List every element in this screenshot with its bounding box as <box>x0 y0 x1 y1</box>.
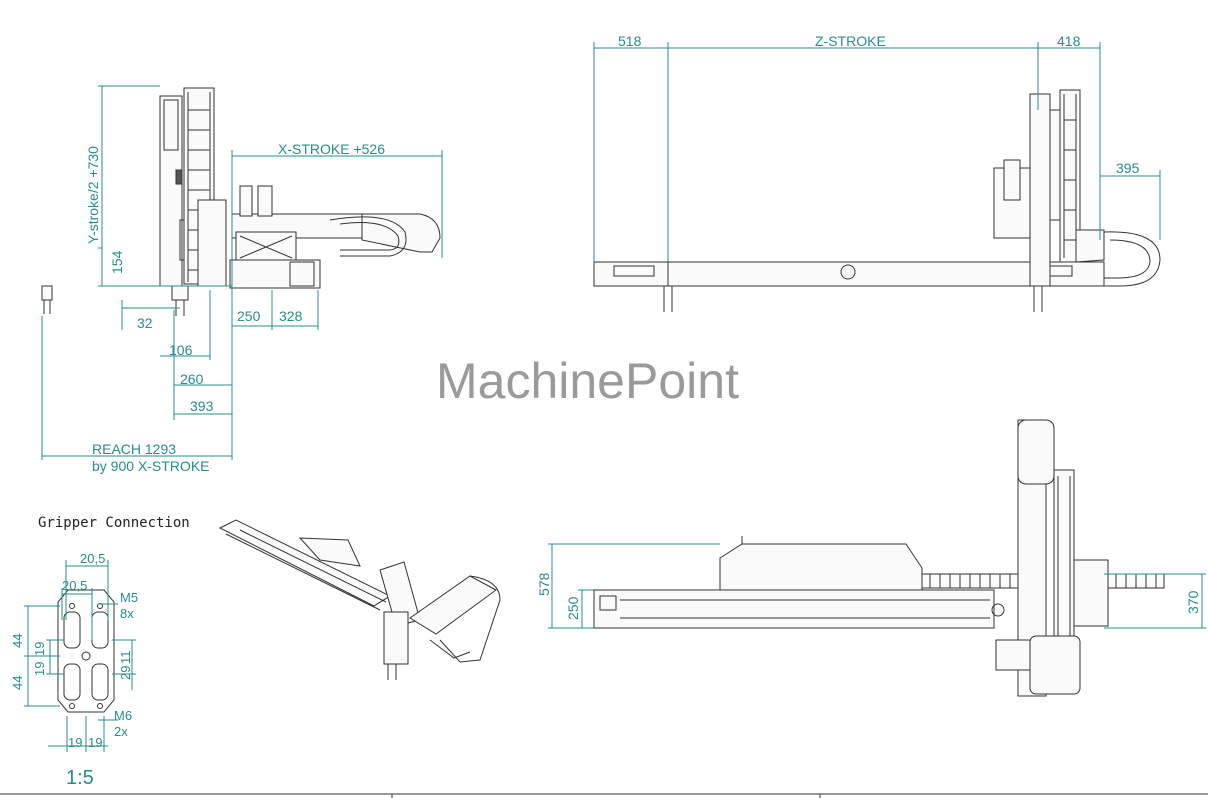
gripper-m6: M6 <box>114 708 132 723</box>
gripper-m6-count: 2x <box>114 724 128 739</box>
dim-250-top: 250 <box>565 596 581 620</box>
gripper-dim-20-5-mid: 20,5 <box>62 578 87 593</box>
gripper-dim-44-bot: 44 <box>10 676 25 690</box>
front-view-dimensions: 518 Z-STROKE 418 395 <box>593 33 1161 262</box>
dim-370: 370 <box>1185 590 1201 614</box>
z-stroke-label: Z-STROKE <box>815 33 886 49</box>
watermark: MachinePoint <box>436 353 739 409</box>
gripper-dim-19-c: 19 <box>68 735 82 750</box>
gripper-dim-19-d: 19 <box>88 735 102 750</box>
top-view-dimensions: 578 250 370 <box>536 543 1206 629</box>
gripper-dim-19-b: 19 <box>32 662 47 676</box>
dim-578: 578 <box>536 572 552 596</box>
gripper-title: Gripper Connection <box>38 515 190 531</box>
x-stroke-label: X-STROKE +526 <box>278 141 385 157</box>
gripper-dim-44-top: 44 <box>10 634 25 648</box>
dim-106: 106 <box>169 342 193 358</box>
isometric-view <box>218 519 501 680</box>
dim-418: 418 <box>1057 33 1081 49</box>
reach-note: by 900 X-STROKE <box>92 458 210 474</box>
gripper-dim-19-a: 19 <box>32 642 47 656</box>
y-stroke-label: Y-stroke/2 +730 <box>85 146 101 244</box>
dim-395: 395 <box>1116 160 1140 176</box>
top-view <box>593 419 1165 697</box>
frame-border <box>0 793 1208 798</box>
scale-label: 1:5 <box>66 767 94 789</box>
side-view <box>41 87 441 316</box>
side-view-dimensions: Y-stroke/2 +730 X-STROKE +526 154 32 106… <box>41 85 443 474</box>
dim-250-side: 250 <box>237 308 261 324</box>
dim-260: 260 <box>180 371 204 387</box>
gripper-connection: Gripper Connection 20,5 20,5 M5 8x 44 44… <box>10 515 190 789</box>
gripper-dim-11: 11 <box>118 651 133 665</box>
gripper-m5: M5 <box>120 590 138 605</box>
gripper-dim-20-5-top: 20,5 <box>80 551 105 566</box>
dim-154: 154 <box>109 250 125 274</box>
dim-518: 518 <box>618 33 642 49</box>
reach-label: REACH 1293 <box>92 441 176 457</box>
dim-393: 393 <box>190 398 214 414</box>
dim-328: 328 <box>279 308 303 324</box>
gripper-dim-29: 29 <box>118 666 133 680</box>
gripper-m5-count: 8x <box>120 606 134 621</box>
front-view <box>593 89 1161 312</box>
dim-32: 32 <box>137 315 153 331</box>
